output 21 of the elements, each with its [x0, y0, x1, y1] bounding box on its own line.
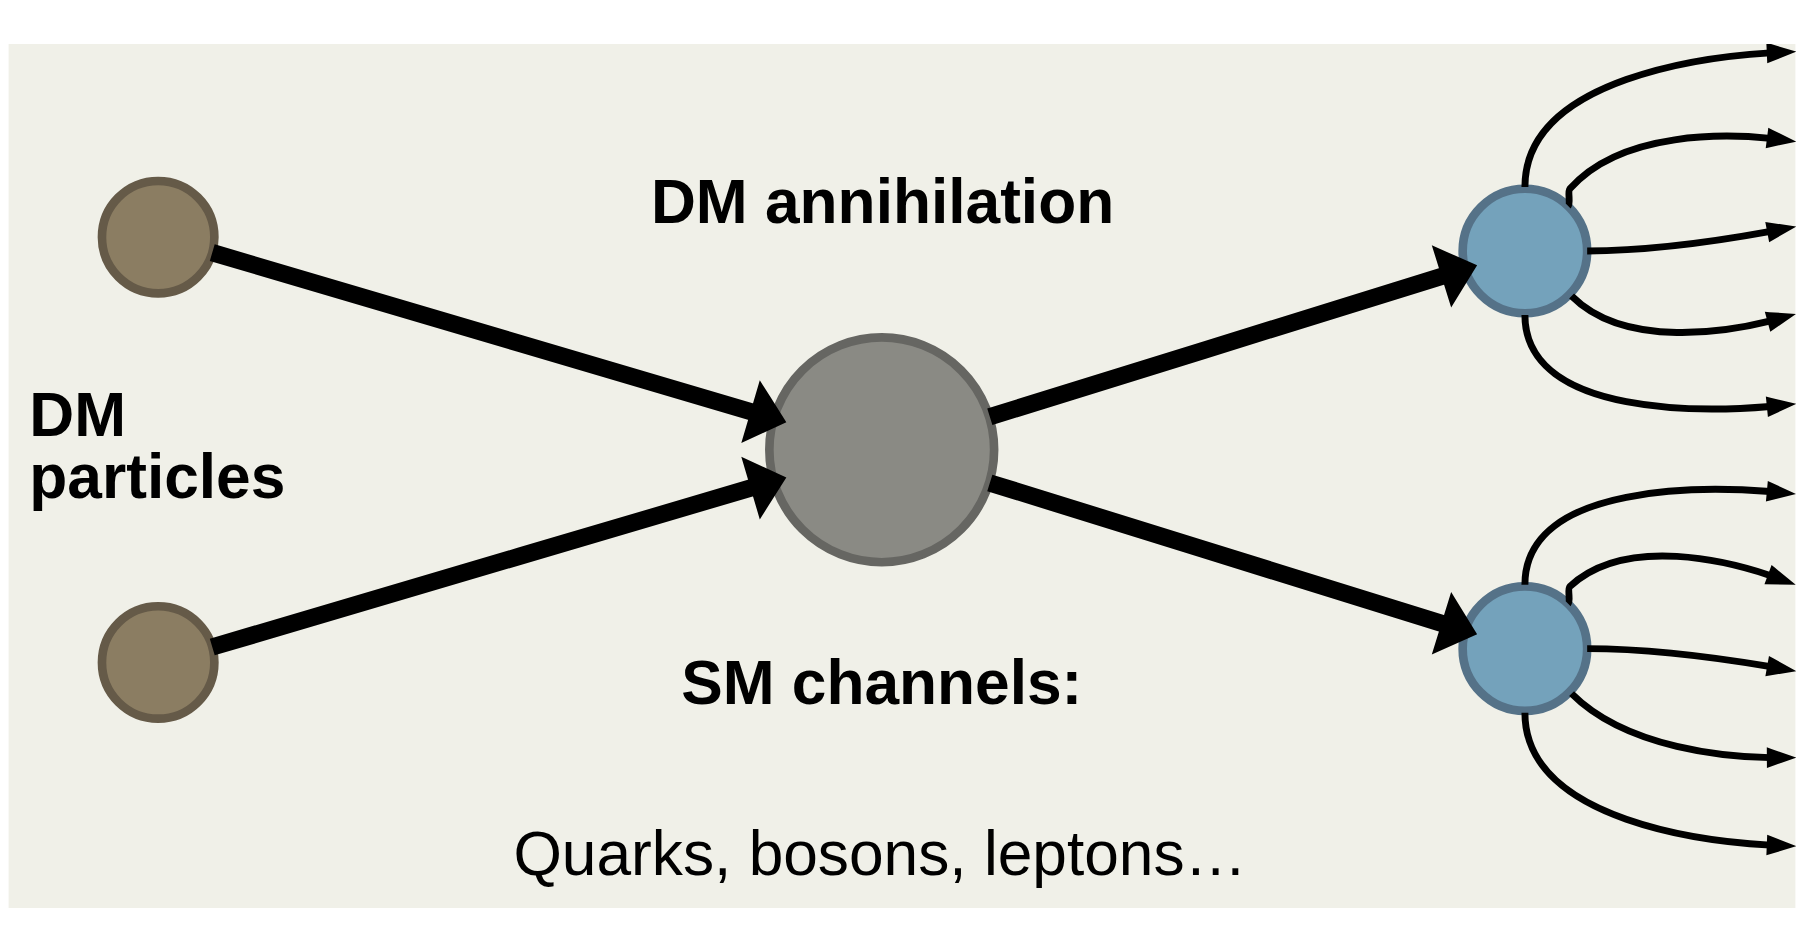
arrow [1521, 711, 1796, 855]
node-circle [1458, 183, 1592, 318]
arrow [1587, 644, 1796, 676]
label: Quarks, bosons, leptons… [513, 818, 1247, 888]
arrow [1587, 221, 1796, 254]
label: SM channels: [681, 647, 1083, 717]
arrow [987, 244, 1478, 425]
arrow [1564, 552, 1796, 605]
arrow [1569, 690, 1796, 768]
arrow [1521, 43, 1796, 187]
arrow [987, 474, 1478, 654]
node-circle [97, 601, 219, 723]
arrow [1564, 127, 1796, 207]
node-circle [1458, 581, 1592, 715]
label: DM particles [29, 379, 286, 511]
arrow [209, 243, 787, 443]
arrow [1569, 292, 1796, 336]
label: DM annihilation [650, 166, 1115, 236]
arrow [209, 456, 787, 655]
node-circle [97, 176, 219, 298]
node-circle [765, 332, 999, 567]
